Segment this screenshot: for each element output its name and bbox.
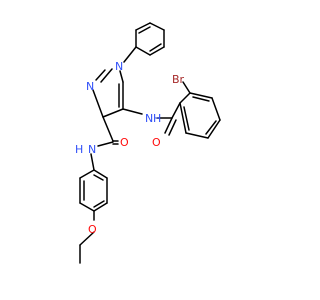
- atom-label-ether-o: O: [88, 223, 97, 236]
- atom-label-amide-h: H: [75, 143, 83, 156]
- atom-label-br: Br: [172, 73, 185, 86]
- bond: [138, 26, 151, 34]
- atom-label-n1: N: [115, 60, 123, 73]
- bond: [93, 169, 108, 179]
- bond: [97, 141, 114, 147]
- bond: [205, 120, 217, 135]
- bond: [185, 132, 209, 139]
- bond: [79, 202, 95, 212]
- bond: [93, 174, 104, 181]
- bond: [100, 68, 113, 83]
- bond: [79, 231, 95, 246]
- atom-label-carbonyl-o-left: O: [120, 136, 129, 149]
- bond: [149, 22, 165, 31]
- bond: [168, 119, 177, 136]
- bond: [122, 108, 143, 115]
- bond: [79, 169, 95, 179]
- bond: [135, 46, 151, 56]
- atom-label-carbonyl-o-right: O: [152, 136, 161, 149]
- bond: [93, 200, 105, 208]
- bond: [192, 96, 210, 102]
- bond: [183, 106, 190, 131]
- structure-drawing: N N N H N H O O O Br: [75, 22, 221, 264]
- bond: [171, 102, 181, 119]
- molecule-canvas: N N N H N H O O O Br: [75, 22, 221, 264]
- bond: [102, 108, 124, 118]
- bond: [189, 92, 213, 99]
- atom-label-amide-n: N: [88, 143, 96, 156]
- bond: [179, 102, 187, 134]
- bond: [182, 81, 191, 94]
- bond: [92, 89, 104, 118]
- bond: [207, 119, 221, 139]
- atom-label-amine-h: H: [153, 112, 161, 125]
- bond: [93, 202, 108, 212]
- bond: [149, 43, 162, 52]
- bond: [95, 69, 106, 81]
- bond: [164, 117, 173, 134]
- bond: [119, 70, 124, 83]
- bond: [135, 22, 151, 31]
- bond: [102, 116, 114, 142]
- bond: [90, 153, 95, 171]
- atom-label-n2: N: [86, 80, 94, 93]
- bond: [123, 46, 137, 63]
- bond: [149, 46, 165, 56]
- atom-labels: N N N H N H O O O Br: [75, 60, 185, 236]
- atom-label-amine-n: N: [145, 112, 153, 125]
- bonds: [79, 22, 221, 264]
- bond: [179, 92, 191, 104]
- bond: [211, 97, 221, 121]
